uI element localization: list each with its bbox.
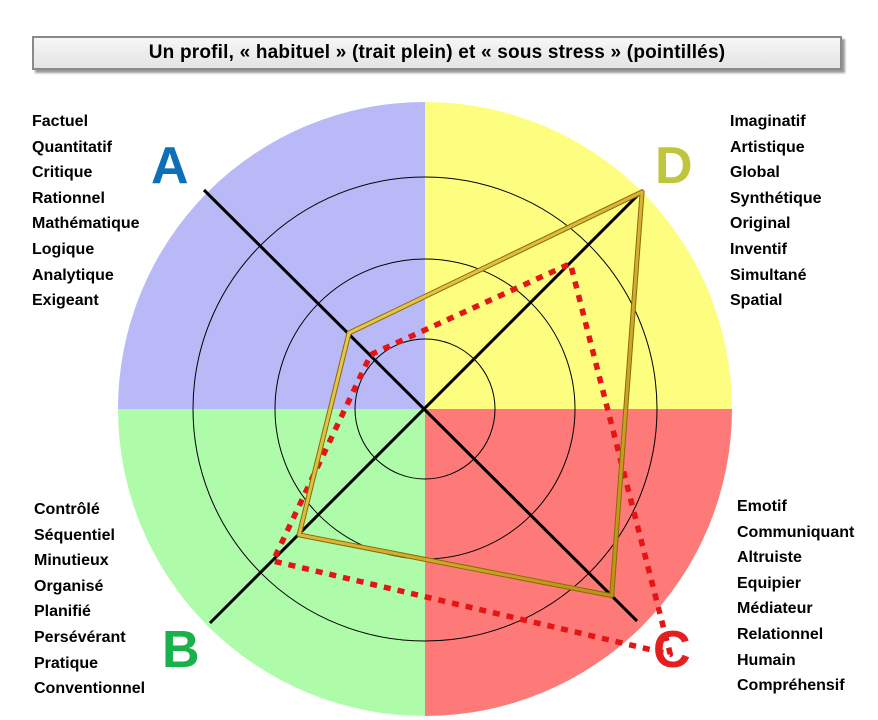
word-a-8: Exigeant bbox=[32, 292, 99, 310]
quadrant-d-words: Imaginatif Artistique Global Synthétique… bbox=[730, 109, 822, 314]
word-c-7: Humain bbox=[737, 651, 796, 669]
word-b-3: Minutieux bbox=[34, 552, 109, 570]
word-d-7: Simultané bbox=[730, 266, 807, 284]
ring-inner bbox=[354, 338, 496, 480]
word-b-4: Organisé bbox=[34, 577, 104, 595]
word-c-1: Emotif bbox=[737, 498, 787, 515]
word-a-5: Mathématique bbox=[32, 215, 140, 233]
word-c-8: Compréhensif bbox=[737, 677, 845, 695]
word-a-4: Rationnel bbox=[32, 189, 105, 207]
word-a-1: Factuel bbox=[32, 113, 89, 130]
word-b-8: Conventionnel bbox=[34, 680, 146, 698]
axis-a-c bbox=[202, 188, 639, 623]
quadrant-c-letter: C bbox=[653, 621, 691, 679]
word-a-3: Critique bbox=[32, 164, 93, 182]
stress-profile-dotted bbox=[270, 260, 674, 658]
diagram-title: Un profil, « habituel » (trait plein) et… bbox=[32, 36, 842, 70]
word-a-7: Analytique bbox=[32, 266, 114, 284]
quadrant-c-words: Emotif Communiquant Altruiste Equipier M… bbox=[737, 494, 854, 699]
word-b-6: Persévérant bbox=[34, 628, 126, 646]
axis-d-b bbox=[208, 188, 645, 625]
word-d-3: Global bbox=[730, 164, 780, 182]
quadrant-b-letter: B bbox=[162, 621, 200, 679]
word-d-6: Inventif bbox=[730, 240, 787, 258]
word-b-1: Contrôlé bbox=[34, 501, 100, 518]
ring-outer bbox=[192, 176, 658, 642]
quadrant-a-letter: A bbox=[151, 137, 189, 195]
word-d-4: Synthétique bbox=[730, 189, 822, 207]
word-c-2: Communiquant bbox=[737, 523, 855, 541]
word-c-6: Relationnel bbox=[737, 625, 824, 643]
word-d-5: Original bbox=[730, 215, 791, 233]
word-d-8: Spatial bbox=[730, 292, 783, 310]
word-b-7: Pratique bbox=[34, 654, 99, 672]
quadrant-a-words: Factuel Quantitatif Critique Rationnel M… bbox=[32, 109, 140, 314]
word-c-4: Equipier bbox=[737, 574, 802, 592]
habitual-profile-solid bbox=[297, 190, 644, 598]
word-d-1: Imaginatif bbox=[730, 113, 806, 130]
word-c-5: Médiateur bbox=[737, 600, 813, 618]
word-a-6: Logique bbox=[32, 240, 95, 258]
quadrant-d-letter: D bbox=[655, 137, 693, 195]
word-d-2: Artistique bbox=[730, 138, 805, 156]
word-b-2: Séquentiel bbox=[34, 526, 115, 544]
quadrant-b-words: Contrôlé Séquentiel Minutieux Organisé P… bbox=[34, 497, 145, 702]
word-a-2: Quantitatif bbox=[32, 138, 112, 156]
word-c-3: Altruiste bbox=[737, 549, 802, 567]
word-b-5: Planifié bbox=[34, 603, 91, 621]
